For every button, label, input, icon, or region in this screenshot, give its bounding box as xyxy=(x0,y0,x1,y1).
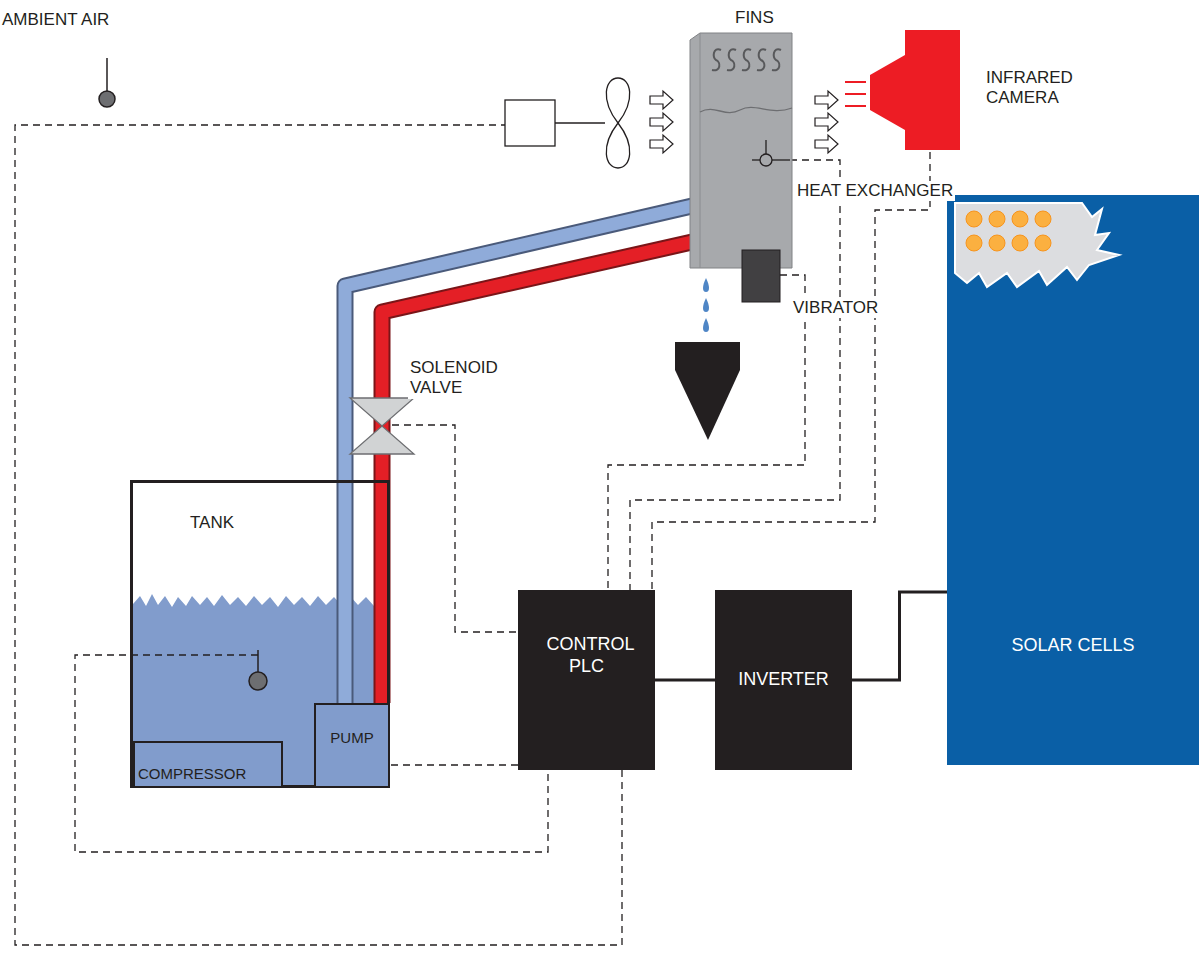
node-label: SOLAR CELLS xyxy=(947,635,1199,657)
node-label: COMPRESSOR xyxy=(138,765,278,783)
solenoid-valve xyxy=(350,398,414,454)
signal-wires xyxy=(15,125,930,945)
pump-box: PUMP xyxy=(314,703,390,788)
part-label: FINS xyxy=(733,8,776,28)
inverter-box: INVERTER xyxy=(715,590,852,770)
part-label: SOLENOID VALVE xyxy=(408,358,492,399)
part-label: AMBIENT AIR xyxy=(0,10,111,30)
signal-wire xyxy=(390,764,518,765)
tank-sensor xyxy=(249,672,267,690)
air-sensor xyxy=(99,91,115,107)
vibrator xyxy=(742,250,780,302)
node-label: CONTROL PLC xyxy=(547,634,627,677)
plc-box: CONTROL PLC xyxy=(518,590,655,770)
part-label: VIBRATOR xyxy=(791,298,880,318)
part-label: INFRARED CAMERA xyxy=(984,68,1098,109)
tank-box: TANK COMPRESSOR PUMP xyxy=(130,480,390,788)
node-label: INVERTER xyxy=(715,669,852,691)
fan-motor xyxy=(505,100,555,146)
part-label: HEAT EXCHANGER xyxy=(795,181,955,201)
fan xyxy=(606,78,629,168)
solar-panel: SOLAR CELLS xyxy=(947,195,1199,765)
heat-exchanger xyxy=(690,33,792,268)
collector xyxy=(675,342,740,440)
fins xyxy=(712,49,781,70)
infrared-camera xyxy=(845,30,960,150)
power-cable xyxy=(655,679,715,682)
power-cable xyxy=(852,592,947,680)
node-label: TANK xyxy=(190,513,330,533)
solar-cells-illustration xyxy=(947,195,1199,315)
node-label: PUMP xyxy=(316,729,388,747)
compressor-box: COMPRESSOR xyxy=(133,741,283,788)
water-drops xyxy=(703,278,709,332)
